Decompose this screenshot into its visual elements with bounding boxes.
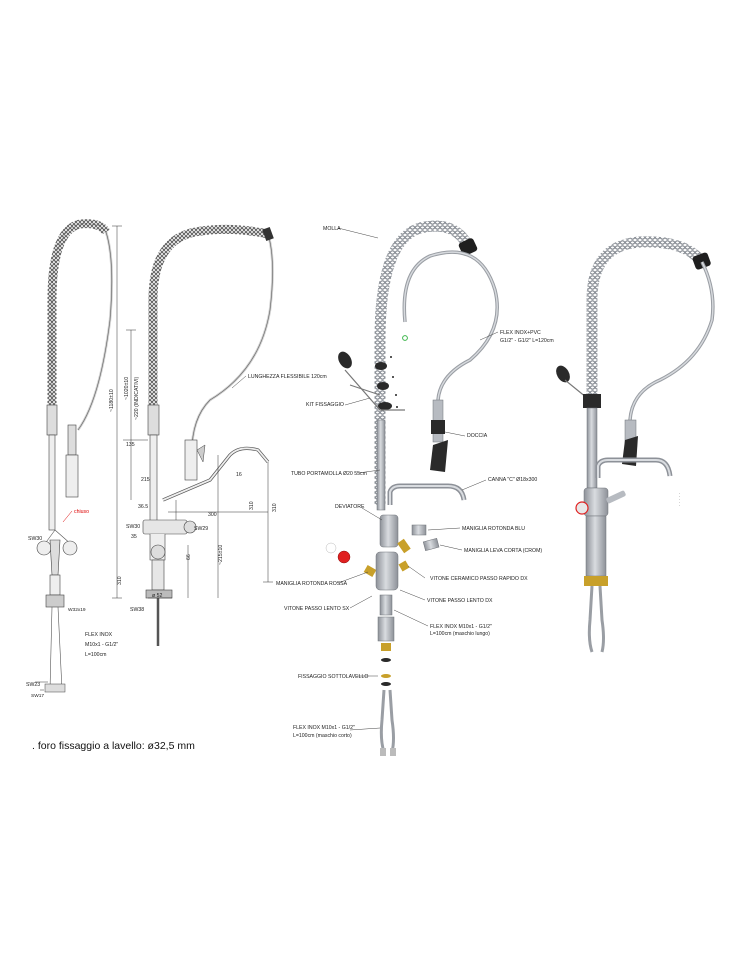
dim-310b-label: 310 [272,503,278,512]
kit-fissaggio-label: KIT FISSAGGIO [306,402,344,408]
exploded-view: MOLLA FLEX INOX+PVC G1/2" - G1/2" L=120c… [276,220,554,756]
sw30-mid-label: SW30 [126,524,140,530]
assembled-render: · · · · · [556,236,715,653]
canna-part [387,483,467,505]
molla-label: MOLLA [323,226,341,232]
kit-fissaggio-parts [338,351,405,411]
dim-1020-label: ~1020±10 [124,377,130,400]
dim-w32-label: W32x19 [68,607,86,613]
footer-note: . foro fissaggio a lavello: ø32,5 mm [32,740,195,752]
technical-drawing: chiuso SW30 W32x19 FLEX INOX M10x1 - G1/… [26,219,327,699]
dim-52-label: ø 52 [152,593,162,599]
flex-inox-label-1: FLEX INOX [85,632,113,638]
dim-135-label: 135 [126,442,135,448]
doccia-label: DOCCIA [467,433,488,439]
dim-66-label: 66 [186,554,192,560]
chiuso-label: chiuso [74,509,89,515]
flex-pvc-label-1: FLEX INOX+PVC [500,330,541,336]
maniglia-leva-label: MANIGLIA LEVA CORTA (CROM) [464,548,542,554]
dim-215-label: 215 [141,477,150,483]
dim-1180-label: ~1180±10 [109,389,115,412]
svg-text:· · · · ·: · · · · · [678,492,683,506]
flex-pvc-label-2: G1/2" - G1/2" L=120cm [500,338,554,344]
flex-lungo-label-2: L=100cm (maschio lungo) [430,631,490,637]
sw29-label: SW29 [194,526,208,532]
sw30-left-label: SW30 [28,536,42,542]
sw23-label: SW23 [26,682,40,688]
vitone-ceramico-label: VITONE CERAMICO PASSO RAPIDO DX [430,576,528,582]
dim-220-label: ~220 (INDICATIVI) [134,376,140,420]
exploded-spring [374,220,473,505]
flex-inox-label-3: L=100cm [85,652,107,658]
dim-16-label: 16 [236,472,242,478]
dim-300-label: 300 [208,512,217,518]
deviatore-part [379,514,399,548]
red-handle-icon [575,501,589,515]
flex-lungo-label-1: FLEX INOX M10x1 - G1/2" [430,624,492,630]
dim-310c-label: 310 [117,576,123,585]
sw17-label: SW17 [31,693,44,699]
middle-spring [148,224,269,410]
vitone-lento-dx-label: VITONE PASSO LENTO DX [427,598,493,604]
tubo-portamolla [376,419,386,511]
maniglia-rossa-part [337,550,351,564]
vitone-lento-sx-label: VITONE PASSO LENTO SX [284,606,350,612]
deviatore-label: DEVIATORE [335,504,365,510]
dim-215b-label: ~215±10 [218,545,224,565]
tubo-portamolla-label: TUBO PORTAMOLLA Ø20 55cm [291,471,367,477]
dim-365-label: 36.5 [138,504,148,510]
assembled-spring [586,236,707,395]
fissaggio-label: FISSAGGIO SOTTOLAVELLO [298,674,368,680]
sw38-label: SW38 [130,607,144,613]
flex-inox-label-2: M10x1 - G1/2" [85,642,118,648]
left-spray-gun [67,424,77,456]
dim-35-label: 35 [131,534,137,540]
middle-spray-gun [184,439,198,481]
left-hose [77,231,113,431]
maniglia-rossa-label: MANIGLIA ROTONDA ROSSA [276,581,348,587]
fissaggio-sottolavello-part [377,616,395,642]
dim-310a-label: 310 [249,501,255,510]
flex-corto-label-2: L=100cm (maschio corto) [293,733,352,739]
canna-label: CANNA "C" Ø18x300 [488,477,537,483]
lunghezza-flessibile-label: LUNGHEZZA FLESSIBILE 120cm [248,374,327,380]
maniglia-blu-label: MANIGLIA ROTONDA BLU [462,526,525,532]
flex-corto-label-1: FLEX INOX M10x1 - G1/2" [293,725,355,731]
